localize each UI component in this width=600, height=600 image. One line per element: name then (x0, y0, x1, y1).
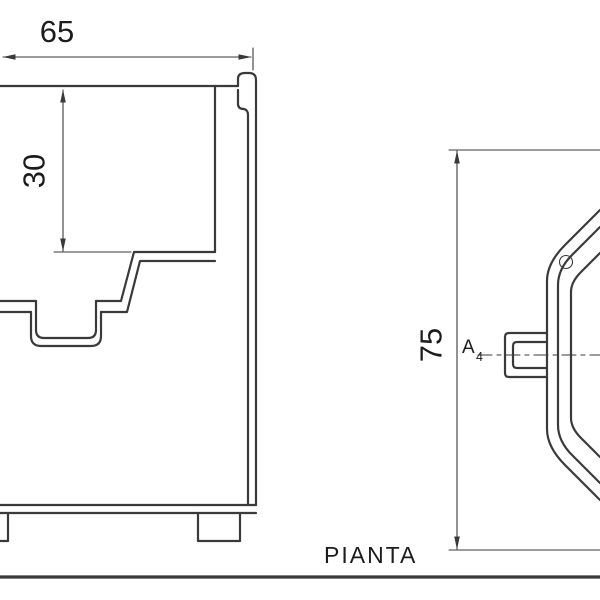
dimension-depth: 30 (17, 89, 132, 253)
foot-right (196, 511, 242, 543)
drain-recess-outer (34, 299, 98, 340)
foot-left-clipped (0, 511, 10, 543)
base-lines (0, 503, 258, 515)
plan-wall-contour (556, 225, 600, 485)
dim-height-label: 75 (414, 328, 449, 362)
plan-view: 75 A 4 PIANTA (324, 149, 600, 568)
drawing-lines: 65 30 (0, 14, 600, 579)
dim-depth-label: 30 (17, 154, 52, 188)
basin-interior-profile (0, 250, 217, 303)
dim-width-label: 65 (40, 14, 74, 49)
caption-pianta: PIANTA (324, 542, 417, 568)
drain-recess-inner (29, 310, 103, 348)
rear-wall-inner (236, 88, 250, 507)
section-marker-number: 4 (476, 350, 483, 364)
section-marker: A 4 (462, 337, 483, 364)
basin-shell-lower (0, 259, 217, 314)
dimension-width: 65 (2, 14, 254, 71)
rear-wall-outer (236, 71, 258, 507)
dimension-height: 75 (414, 149, 600, 551)
drain-tab-outer (503, 331, 549, 379)
section-marker-letter: A (462, 337, 475, 358)
bolt-hole (558, 254, 574, 270)
section-view: 65 30 (0, 14, 258, 543)
